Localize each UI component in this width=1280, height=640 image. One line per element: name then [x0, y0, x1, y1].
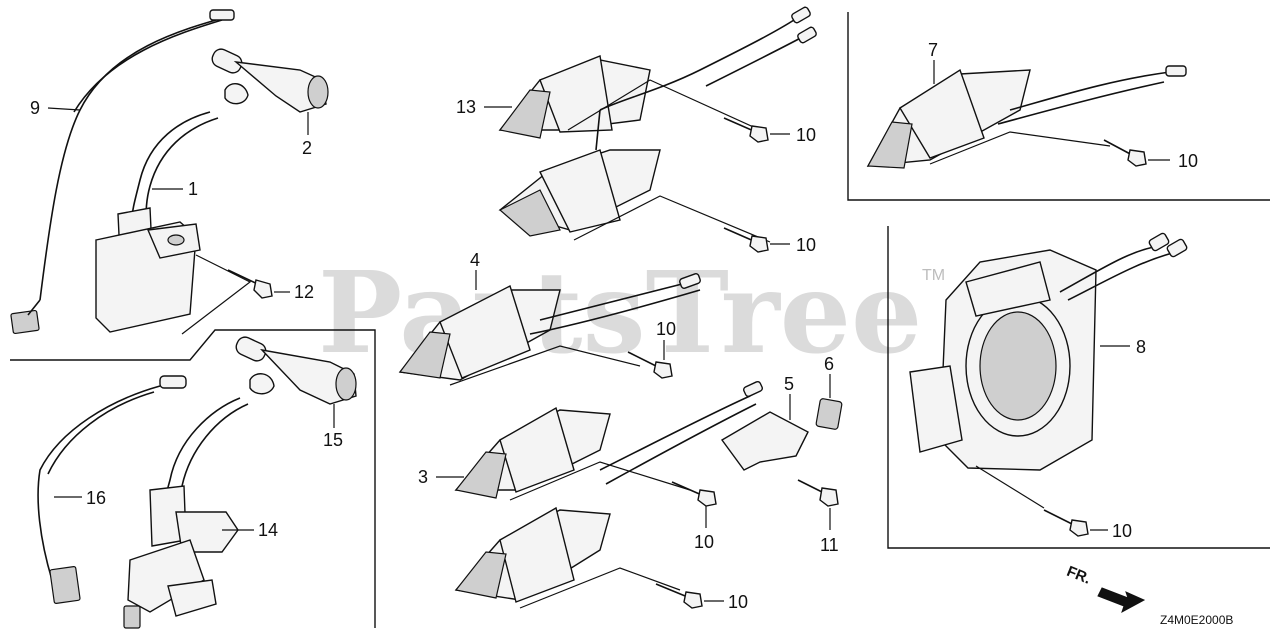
part-4-charge-coil[interactable]	[398, 273, 701, 381]
leader-9	[47, 107, 81, 111]
part-12-bolt[interactable]	[227, 269, 273, 299]
callout-6: 6	[824, 354, 834, 374]
callout-11: 11	[820, 535, 839, 555]
bracket-4	[449, 345, 641, 386]
callout-10a: 10	[796, 125, 816, 145]
callout-5: 5	[784, 374, 794, 394]
part-10f-bolt[interactable]	[1103, 139, 1147, 167]
part-8-stator[interactable]	[909, 232, 1188, 471]
part-10c-bolt[interactable]	[627, 351, 673, 379]
part-14-ignition-coil[interactable]	[123, 397, 249, 629]
bracket-1	[181, 254, 252, 335]
part-11-bolt[interactable]	[797, 479, 839, 507]
bracket-13b	[573, 195, 771, 243]
part-6-clip[interactable]	[815, 398, 843, 430]
callout-10f: 10	[1178, 151, 1198, 171]
part-3-charge-coil-pair[interactable]	[454, 380, 763, 603]
part-16-ground-wire[interactable]	[37, 375, 187, 604]
callout-3: 3	[418, 467, 428, 487]
part-10e-bolt[interactable]	[655, 583, 703, 609]
callout-10d: 10	[694, 532, 714, 552]
bracket-13a	[567, 79, 761, 131]
part-1-ignition-coil[interactable]	[95, 111, 219, 333]
direction-label: FR.	[1064, 563, 1093, 588]
callout-8: 8	[1136, 337, 1146, 357]
callout-9: 9	[30, 98, 40, 118]
callout-4: 4	[470, 250, 480, 270]
arrow-right-icon	[1097, 587, 1146, 614]
part-10a-bolt[interactable]	[723, 117, 769, 143]
section-border-right	[887, 226, 1270, 549]
callout-10e: 10	[728, 592, 748, 612]
callout-7: 7	[928, 40, 938, 60]
callout-10c: 10	[656, 319, 676, 339]
section-border-top-right	[847, 12, 1270, 201]
part-2-plug-cap[interactable]	[210, 47, 329, 113]
callout-10g: 10	[1112, 521, 1132, 541]
part-15-plug-cap[interactable]	[234, 335, 357, 405]
callout-16: 16	[86, 488, 106, 508]
bracket-7	[929, 131, 1111, 165]
bracket-3a	[509, 461, 691, 501]
section-border-left	[10, 329, 376, 628]
callout-1: 1	[188, 179, 198, 199]
callout-14: 14	[258, 520, 278, 540]
bracket-8	[975, 465, 1045, 509]
callout-12: 12	[294, 282, 314, 302]
callout-15: 15	[323, 430, 343, 450]
front-direction-indicator: FR.	[1064, 563, 1146, 614]
bracket-3b	[519, 567, 681, 609]
callout-10b: 10	[796, 235, 816, 255]
part-13-charge-coil-pair[interactable]	[498, 6, 817, 237]
part-7-charge-coil[interactable]	[866, 65, 1187, 169]
part-10g-bolt[interactable]	[1043, 509, 1089, 537]
callout-2: 2	[302, 138, 312, 158]
part-10b-bolt[interactable]	[723, 227, 769, 253]
part-10d-bolt[interactable]	[671, 481, 717, 507]
trademark: TM	[922, 267, 945, 284]
diagram-code: Z4M0E2000B	[1160, 613, 1233, 627]
part-5-wire-cover[interactable]	[720, 411, 809, 471]
callout-13: 13	[456, 97, 476, 117]
